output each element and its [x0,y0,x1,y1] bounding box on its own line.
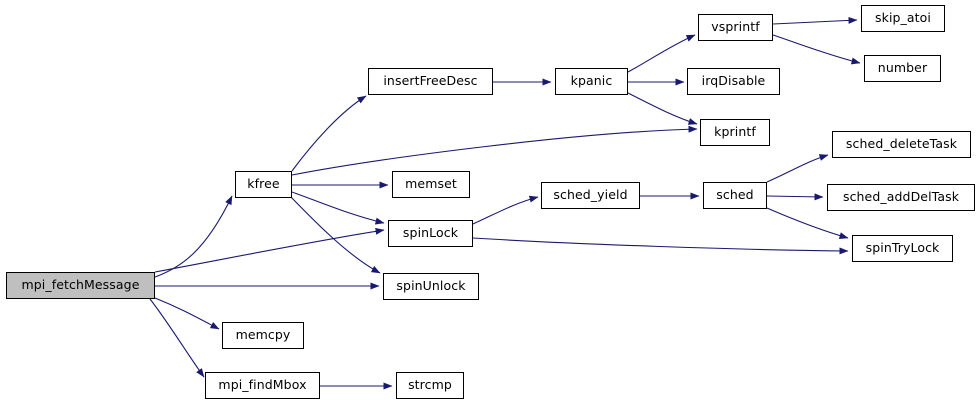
call-edge-sched-to-sched_deleteTask [766,154,829,183]
call-graph-node-spinUnlock[interactable]: spinUnlock [383,273,479,300]
call-edge-kpanic-to-vsprintf [627,34,696,73]
call-edge-vsprintf-to-number [772,34,861,65]
call-graph-node-memset[interactable]: memset [392,171,470,198]
call-graph-node-kprintf[interactable]: kprintf [700,119,770,146]
call-edge-spinLock-to-sched_yield [472,195,539,225]
call-graph-node-sched[interactable]: sched [703,182,767,209]
call-graph-node-mpi_findMbox[interactable]: mpi_findMbox [205,372,320,399]
call-edge-kfree-to-kprintf [291,125,698,176]
call-graph-node-skip_atoi[interactable]: skip_atoi [861,5,945,32]
call-graph-node-memcpy[interactable]: memcpy [222,322,304,349]
call-graph-node-sched_addDelTask[interactable]: sched_addDelTask [827,184,975,211]
call-graph-node-kpanic[interactable]: kpanic [555,68,628,95]
call-graph-node-sched_yield[interactable]: sched_yield [541,182,640,209]
call-graph-node-sched_deleteTask[interactable]: sched_deleteTask [832,131,971,158]
call-edge-kpanic-to-kprintf [627,92,698,125]
call-edge-kfree-to-spinLock [291,191,385,225]
call-edge-sched-to-spinTryLock [766,207,849,240]
call-graph-node-spinTryLock[interactable]: spinTryLock [852,235,953,262]
call-graph-node-strcmp[interactable]: strcmp [396,372,464,399]
call-edge-mpi_fetchMessage-to-memcpy [154,297,220,330]
call-edge-mpi_fetchMessage-to-kfree [154,195,233,278]
call-edge-mpi_fetchMessage-to-mpi_findMbox [149,298,205,378]
call-graph-node-insertFreeDesc[interactable]: insertFreeDesc [368,68,493,95]
call-edge-vsprintf-to-skip_atoi [772,16,858,25]
call-graph-node-number[interactable]: number [864,55,941,82]
call-graph-node-kfree[interactable]: kfree [235,171,292,198]
call-edge-mpi_fetchMessage-to-spinLock [154,227,385,273]
call-graph-node-irqDisable[interactable]: irqDisable [687,68,780,95]
call-edge-kfree-to-insertFreeDesc [291,95,367,172]
call-graph-node-mpi_fetchMessage[interactable]: mpi_fetchMessage [6,272,155,299]
call-edge-spinLock-to-spinTryLock [472,237,849,255]
call-edge-kfree-to-spinUnlock [289,195,381,274]
call-edge-sched-to-sched_addDelTask [766,193,824,201]
call-graph-node-vsprintf[interactable]: vsprintf [698,14,773,41]
call-graph-node-spinLock[interactable]: spinLock [388,220,473,247]
